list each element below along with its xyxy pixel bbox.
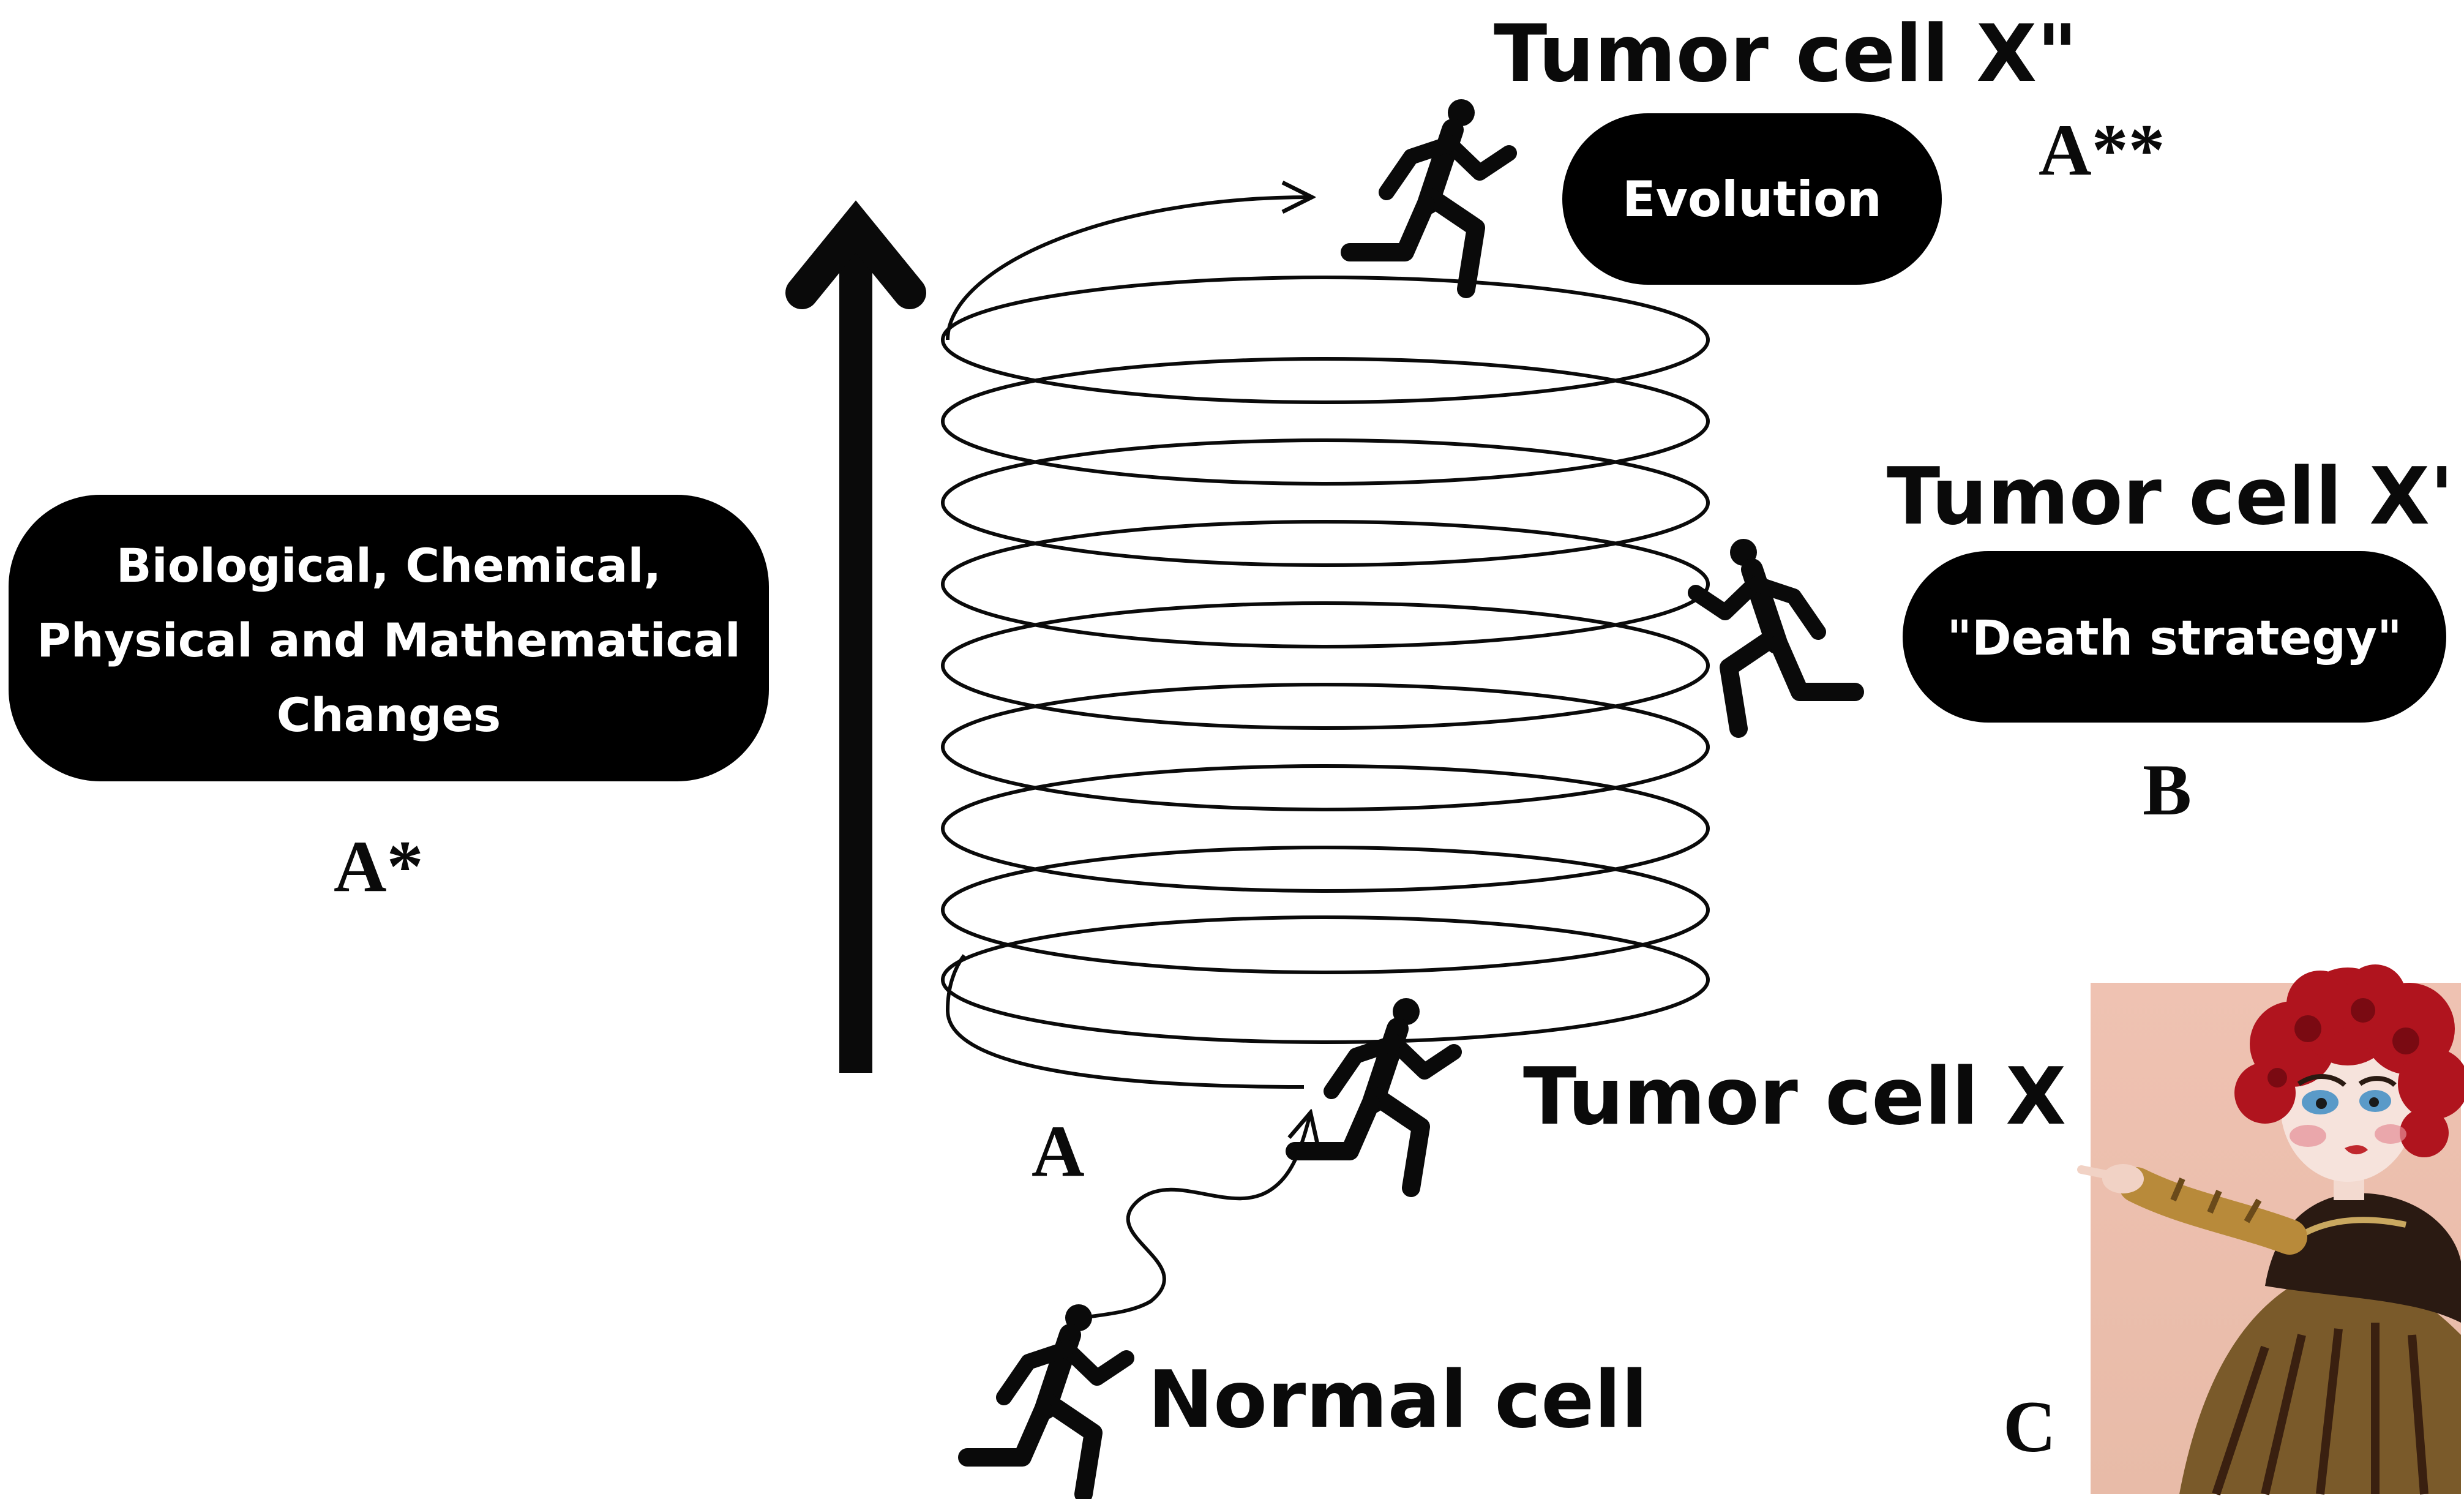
- death-strategy-label: "Death strategy": [1947, 611, 2402, 666]
- a-double-star-label: A**: [2039, 109, 2165, 190]
- red-queen-illustration: [2077, 964, 2464, 1496]
- panel-c-label: C: [2003, 1386, 2056, 1467]
- tumor-cell-x1-label: Tumor cell X': [1887, 451, 2454, 543]
- spiral-icon: [941, 197, 1710, 1318]
- evolution-label: Evolution: [1622, 171, 1882, 228]
- changes-line-1: Biological, Chemical,: [116, 538, 662, 593]
- changes-line-3: Changes: [277, 688, 501, 742]
- panel-b-label: B: [2143, 749, 2192, 830]
- evolution-pill: Evolution: [1562, 113, 1942, 285]
- tumor-cell-x-label: Tumor cell X: [1523, 1051, 2066, 1143]
- tumor-cell-x2-label: Tumor cell X": [1494, 9, 2078, 100]
- changes-pill: Biological, Chemical, Physical and Mathe…: [9, 495, 769, 781]
- panel-a-label: A: [1032, 1110, 1085, 1192]
- a-star-label: A*: [334, 825, 424, 907]
- death-strategy-pill: "Death strategy": [1903, 551, 2446, 723]
- up-arrow-icon: [785, 200, 926, 1073]
- running-person-icon-middle: [1696, 539, 1855, 729]
- normal-cell-label: Normal cell: [1148, 1354, 1648, 1446]
- changes-line-2: Physical and Mathematical: [37, 613, 741, 667]
- running-person-icon-normal: [967, 1304, 1126, 1494]
- running-person-icon-tumor: [1295, 998, 1454, 1188]
- running-person-icon-top: [1350, 99, 1509, 289]
